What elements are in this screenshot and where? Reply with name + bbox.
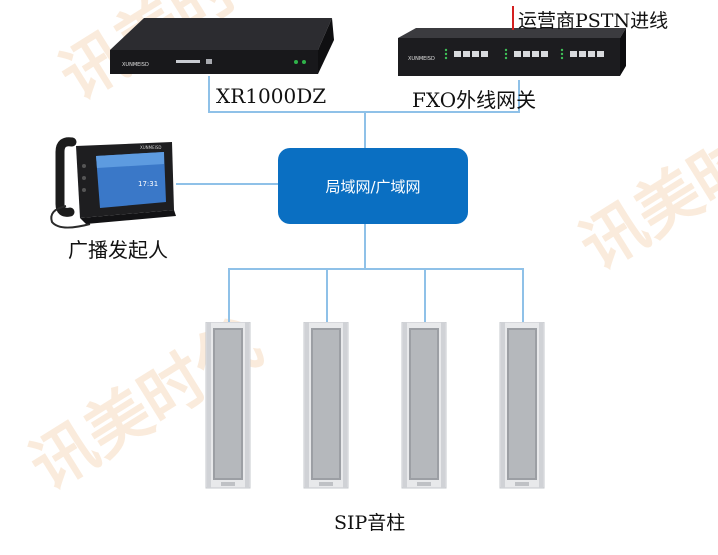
network-label: 局域网/广域网	[325, 177, 421, 196]
connector-speaker-3	[424, 268, 426, 324]
fxo-brand-text: XUNMEISD	[408, 56, 435, 62]
fxo-gateway-label: FXO外线网关	[412, 88, 537, 112]
connector-speaker-2	[326, 268, 328, 324]
xr-brand-text: XUNMEISD	[122, 62, 149, 68]
sip-speaker-1	[205, 322, 251, 489]
phone-brand-text: XUNMEISD	[140, 145, 161, 150]
xr1000dz-device: XUNMEISD	[110, 18, 334, 74]
sip-speaker-3	[401, 322, 447, 489]
carrier-marker	[512, 6, 514, 30]
broadcast-initiator-label: 广播发起人	[68, 238, 168, 262]
sip-speaker-label: SIP音柱	[334, 512, 406, 534]
connector-phone	[176, 183, 279, 185]
connector-speaker-bus	[228, 268, 522, 270]
connector-speaker-4	[522, 268, 524, 324]
fxo-gateway-device: XUNMEISD	[398, 28, 626, 76]
connector-xr-down	[208, 76, 210, 112]
connector-to-network	[364, 111, 366, 149]
connector-fxo-down	[518, 80, 520, 112]
carrier-pstn-label: 运营商PSTN进线	[518, 10, 669, 32]
ip-phone-device: 17:31 XUNMEISD	[50, 137, 176, 229]
sip-speaker-4	[499, 322, 545, 489]
connector-network-down	[364, 224, 366, 270]
phone-screen-time: 17:31	[138, 180, 158, 188]
sip-speaker-2	[303, 322, 349, 489]
xr1000dz-label: XR1000DZ	[216, 84, 327, 108]
connector-speaker-1	[228, 268, 230, 324]
watermark: 讯美时代	[567, 87, 718, 286]
network-box: 局域网/广域网	[278, 148, 468, 224]
